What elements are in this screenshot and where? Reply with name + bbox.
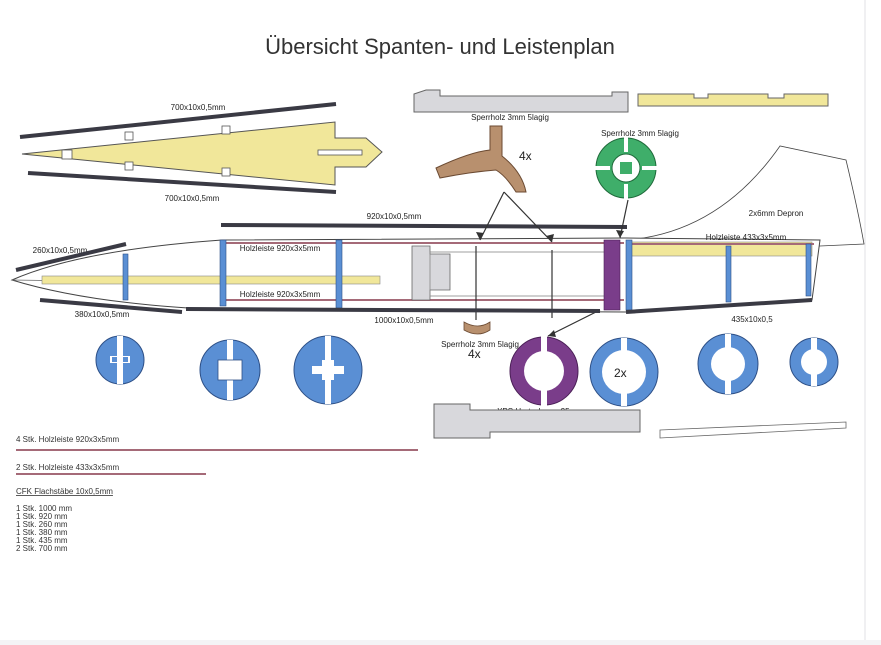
nose-bottom-strip bbox=[39, 298, 183, 314]
fin-slots bbox=[61, 125, 363, 177]
depron-label: 2x6mm Depron bbox=[749, 209, 804, 218]
top-carbon-strip bbox=[220, 223, 628, 229]
nose-bottom-label: 380x10x0,5mm bbox=[75, 310, 130, 319]
spar-top-strip bbox=[19, 102, 337, 139]
holz-920-bottom-label: Holzleiste 920x3x5mm bbox=[240, 290, 321, 299]
cfk-item-2: 1 Stk. 920 mm bbox=[16, 512, 68, 521]
small-brown-former bbox=[463, 321, 491, 335]
count-2x: 2x bbox=[614, 366, 627, 380]
blue-ring-former-3 bbox=[789, 337, 839, 387]
yellow-fin-part bbox=[21, 121, 383, 186]
holz-920-top-label: Holzleiste 920x3x5mm bbox=[240, 244, 321, 253]
cfk-item-1: 1 Stk. 1000 mm bbox=[16, 504, 72, 513]
blue-ring-former bbox=[589, 337, 659, 407]
page-title: Übersicht Spanten- und Leistenplan bbox=[265, 34, 615, 59]
count-4x-bottom: 4x bbox=[468, 347, 481, 361]
sperrholz-left-label: Sperrholz 3mm 5lagig bbox=[471, 113, 549, 122]
cfk-heading: CFK Flachstäbe 10x0,5mm bbox=[16, 487, 113, 496]
sperrholz-bottom-label: Sperrholz 3mm 5lagig bbox=[441, 340, 519, 349]
arrow-heads bbox=[476, 230, 624, 337]
reference-arrows bbox=[475, 191, 629, 337]
tail-carbon-strip bbox=[625, 298, 813, 314]
fuselage-grey-insert bbox=[411, 245, 451, 301]
sperrholz-right-label: Sperrholz 3mm 5lagig bbox=[601, 129, 679, 138]
legend-line-1: 4 Stk. Holzleiste 920x3x5mm bbox=[16, 435, 119, 444]
legend-line-2: 2 Stk. Holzleiste 433x3x5mm bbox=[16, 463, 119, 472]
blue-ring-former-2 bbox=[697, 333, 759, 395]
bottom-carbon-strip bbox=[185, 307, 601, 313]
blue-former-3 bbox=[293, 335, 363, 405]
spar-bottom-label: 700x10x0,5mm bbox=[165, 194, 220, 203]
blue-former-2 bbox=[199, 339, 261, 401]
nose-top-strip bbox=[15, 242, 127, 272]
blue-former-1 bbox=[95, 335, 145, 385]
tail-strip-label: 435x10x0,5 bbox=[731, 315, 773, 324]
purple-former bbox=[509, 336, 579, 406]
green-former bbox=[594, 136, 658, 200]
cfk-item-3: 1 Stk. 260 mm bbox=[16, 520, 68, 529]
cfk-item-5: 1 Stk. 435 mm bbox=[16, 536, 68, 545]
yellow-top-part bbox=[637, 93, 829, 107]
holz-433-label: Holzleiste 433x3x5mm bbox=[706, 233, 787, 242]
grey-bottom-part bbox=[433, 403, 641, 439]
grey-top-part bbox=[413, 89, 629, 113]
white-wedge-part bbox=[659, 421, 847, 439]
brown-former bbox=[435, 125, 527, 193]
nose-top-label: 260x10x0,5mm bbox=[33, 246, 88, 255]
cfk-item-6: 2 Stk. 700 mm bbox=[16, 544, 68, 553]
depron-tail bbox=[627, 145, 865, 247]
bottom-strip-label: 1000x10x0,5mm bbox=[374, 316, 433, 325]
spar-top-label: 700x10x0,5mm bbox=[171, 103, 226, 112]
top-strip-label: 920x10x0,5mm bbox=[367, 212, 422, 221]
spar-bottom-strip bbox=[27, 171, 337, 194]
nose-yellow-longeron bbox=[41, 275, 381, 285]
count-4x-top: 4x bbox=[519, 149, 532, 163]
fuselage-purple-former bbox=[603, 239, 621, 311]
cfk-item-4: 1 Stk. 380 mm bbox=[16, 528, 68, 537]
